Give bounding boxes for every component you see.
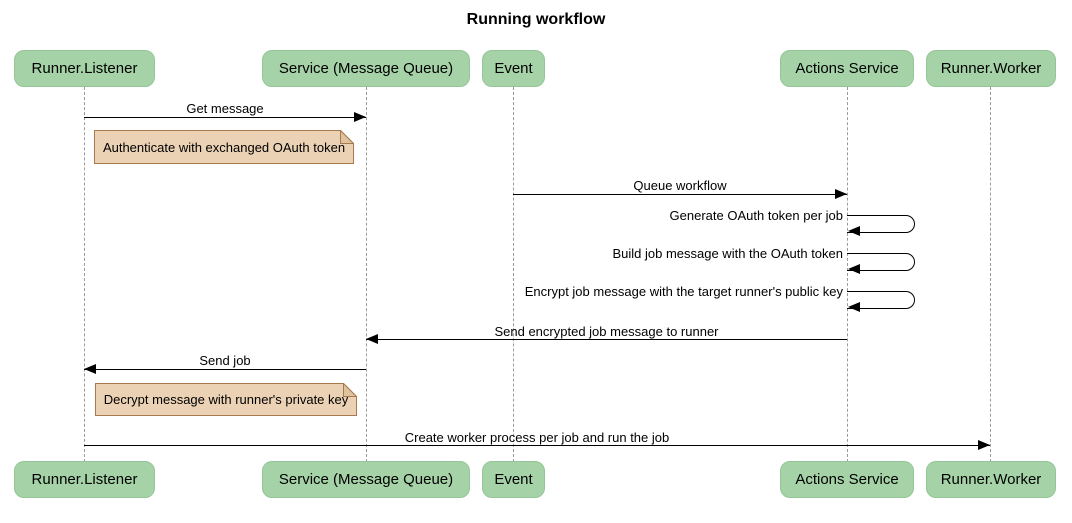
lifeline-event [513, 87, 514, 462]
message-line [366, 339, 847, 340]
actor-top-runner-worker: Runner.Worker [926, 50, 1056, 87]
actor-label: Service (Message Queue) [278, 60, 454, 77]
actor-label: Event [494, 471, 533, 488]
actor-label: Actions Service [795, 471, 899, 488]
actor-label: Runner.Listener [31, 471, 138, 488]
actor-bottom-actions-service: Actions Service [780, 461, 914, 498]
actor-top-event: Event [482, 50, 545, 87]
actor-label: Actions Service [795, 60, 899, 77]
actor-label: Service (Message Queue) [278, 471, 454, 488]
message-label-send-job: Send job [199, 353, 251, 368]
actor-bottom-runner-worker: Runner.Worker [926, 461, 1056, 498]
note-shape-icon [94, 129, 355, 164]
actor-label: Runner.Worker [940, 60, 1042, 77]
arrowhead-right-icon [354, 112, 366, 122]
actor-bottom-event: Event [482, 461, 545, 498]
message-label-get-message: Get message [186, 101, 264, 116]
message-label-encrypt-job-message: Encrypt job message with the target runn… [524, 284, 843, 299]
lifeline-service-message-queue [366, 87, 367, 462]
arrowhead-right-icon [978, 440, 990, 450]
actor-label: Runner.Listener [31, 60, 138, 77]
message-line [84, 445, 990, 446]
self-loop [847, 253, 915, 271]
arrowhead-right-icon [835, 189, 847, 199]
message-line [513, 194, 847, 195]
lifeline-runner-listener [84, 87, 85, 462]
self-loop [847, 291, 915, 309]
message-label-generate-oauth: Generate OAuth token per job [669, 208, 843, 223]
lifeline-actions-service [847, 87, 848, 462]
actor-top-runner-listener: Runner.Listener [14, 50, 155, 87]
message-line [84, 369, 366, 370]
note-decrypt: Decrypt message with runner's private ke… [95, 382, 358, 416]
arrowhead-left-icon [848, 302, 860, 312]
actor-label: Runner.Worker [940, 471, 1042, 488]
self-loop [847, 215, 915, 233]
actor-bottom-service-message-queue: Service (Message Queue) [262, 461, 470, 498]
diagram-title: Running workflow [466, 11, 606, 28]
note-shape-icon [95, 382, 358, 416]
message-line [84, 117, 366, 118]
message-label-send-encrypted: Send encrypted job message to runner [494, 324, 719, 339]
note-label: Decrypt message with runner's private ke… [103, 392, 349, 407]
arrowhead-left-icon [84, 364, 96, 374]
arrowhead-left-icon [848, 264, 860, 274]
message-label-build-job-message: Build job message with the OAuth token [612, 246, 843, 261]
message-label-queue-workflow: Queue workflow [633, 178, 727, 193]
arrowhead-left-icon [848, 226, 860, 236]
actor-label: Event [494, 60, 533, 77]
note-label: Authenticate with exchanged OAuth token [102, 139, 346, 155]
message-label-create-worker: Create worker process per job and run th… [404, 430, 670, 445]
lifeline-runner-worker [990, 87, 991, 462]
actor-top-actions-service: Actions Service [780, 50, 914, 87]
actor-top-service-message-queue: Service (Message Queue) [262, 50, 470, 87]
arrowhead-left-icon [366, 334, 378, 344]
note-authenticate: Authenticate with exchanged OAuth token [94, 129, 355, 164]
actor-bottom-runner-listener: Runner.Listener [14, 461, 155, 498]
